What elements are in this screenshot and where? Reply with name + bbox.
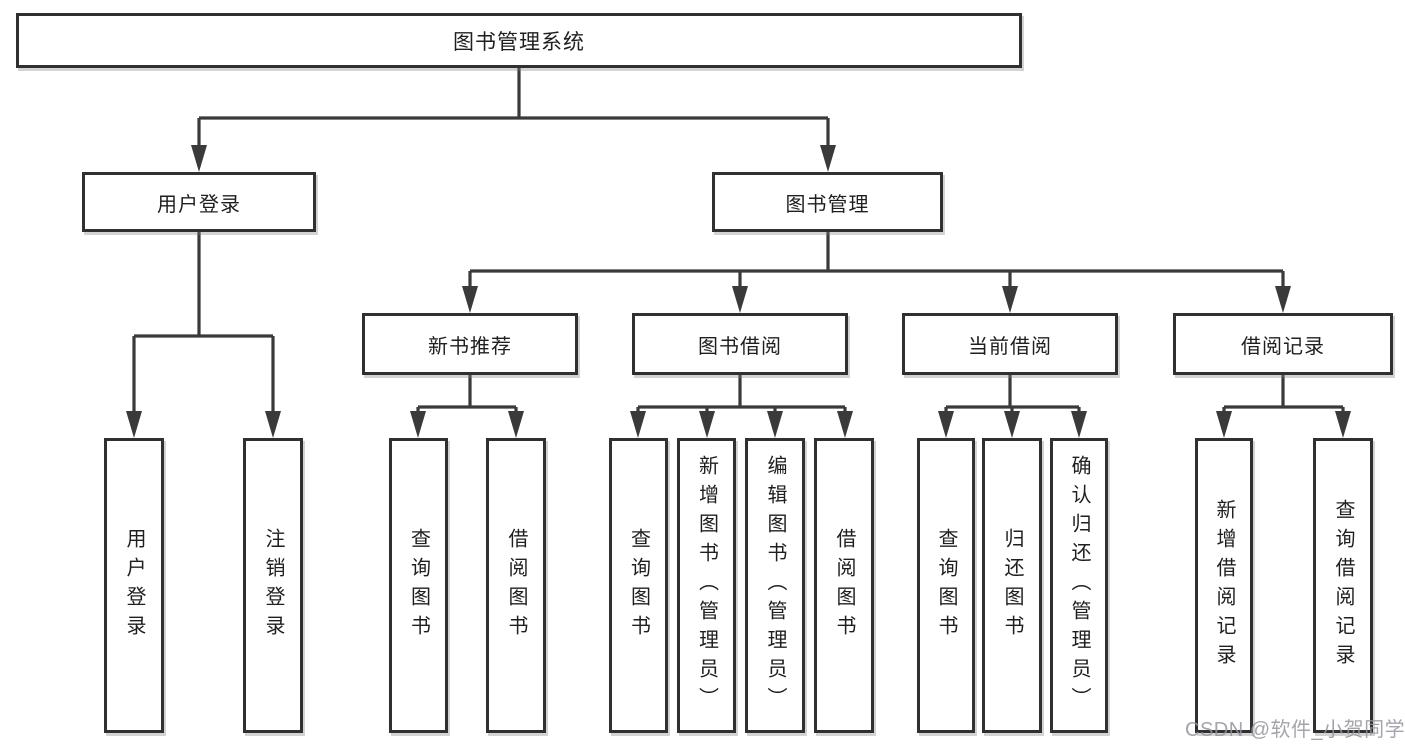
node-leaf-user-login: 用户登录	[104, 438, 164, 733]
node-leaf-add-book-admin: 新增图书（管理员）	[677, 438, 736, 733]
node-label: 借阅记录	[1241, 335, 1325, 358]
node-label: 新书推荐	[428, 335, 512, 358]
node-current-borrowing: 当前借阅	[902, 313, 1118, 375]
node-leaf-query-borrow-record: 查询借阅记录	[1313, 438, 1373, 733]
node-label: 查询借阅记录	[1332, 498, 1354, 673]
node-label: 借阅图书	[505, 527, 527, 644]
node-label: 编辑图书（管理员）	[764, 455, 786, 716]
node-borrowing-records: 借阅记录	[1173, 313, 1393, 375]
node-leaf-query-books-current: 查询图书	[917, 438, 975, 733]
node-label: 查询图书	[627, 527, 650, 644]
node-label: 新增图书（管理员）	[695, 455, 718, 716]
node-new-book-recommend: 新书推荐	[362, 313, 578, 375]
node-label: 查询图书	[407, 527, 430, 644]
node-label: 确认归还（管理员）	[1068, 455, 1090, 716]
node-leaf-confirm-return-admin: 确认归还（管理员）	[1050, 438, 1108, 733]
node-book-management-group: 图书管理	[712, 172, 943, 232]
node-leaf-borrow-books-borrowing: 借阅图书	[814, 438, 874, 733]
node-label: 新增借阅记录	[1213, 498, 1235, 673]
node-label: 注销登录	[262, 527, 284, 644]
node-leaf-return-books: 归还图书	[982, 438, 1042, 733]
node-label: 查询图书	[935, 527, 957, 644]
node-user-login-group: 用户登录	[82, 172, 316, 232]
node-library-management-system: 图书管理系统	[16, 13, 1022, 68]
node-book-borrowing: 图书借阅	[632, 313, 848, 375]
node-leaf-query-books-borrowing: 查询图书	[609, 438, 668, 733]
node-leaf-edit-book-admin: 编辑图书（管理员）	[745, 438, 805, 733]
node-leaf-query-books-newbook: 查询图书	[389, 438, 448, 733]
node-leaf-borrow-books-newbook: 借阅图书	[486, 438, 546, 733]
node-label: 图书借阅	[698, 335, 782, 358]
node-label: 图书管理系统	[453, 30, 585, 54]
node-leaf-add-borrow-record: 新增借阅记录	[1195, 438, 1253, 733]
node-label: 当前借阅	[968, 335, 1052, 358]
node-leaf-logout: 注销登录	[243, 438, 303, 733]
node-label: 用户登录	[157, 193, 241, 216]
node-label: 图书管理	[785, 193, 870, 216]
node-label: 用户登录	[123, 527, 145, 644]
watermark: CSDN @软件_小贺同学	[1185, 719, 1405, 741]
node-label: 归还图书	[1001, 527, 1023, 644]
node-label: 借阅图书	[833, 527, 855, 644]
